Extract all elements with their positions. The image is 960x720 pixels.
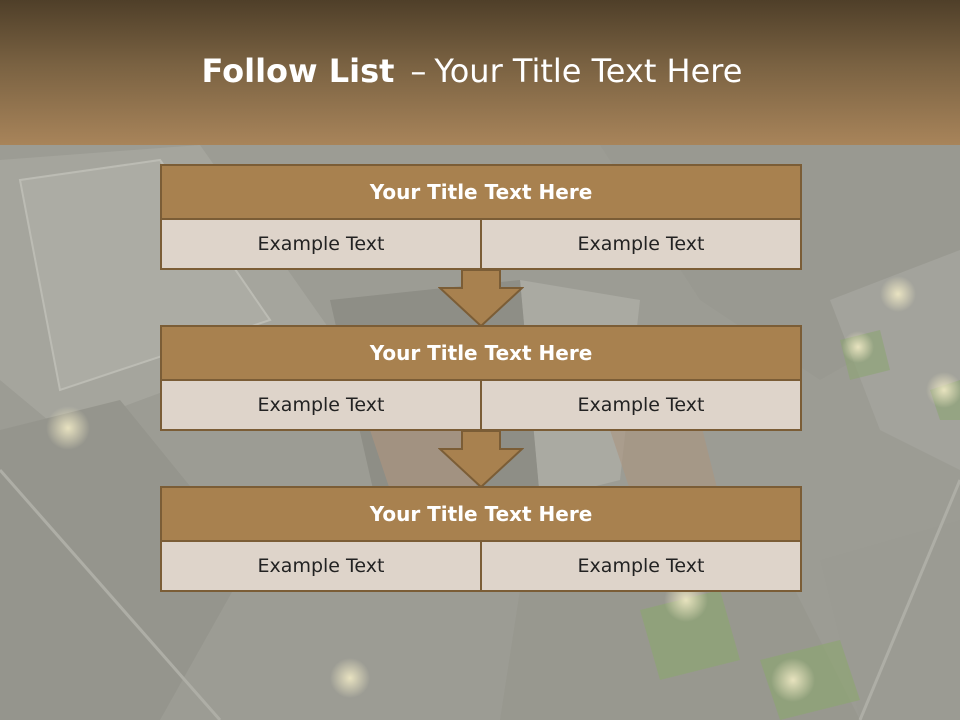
slide-title-rest: Your Title Text Here <box>434 52 743 90</box>
list-block-3: Your Title Text Here Example Text Exampl… <box>160 486 802 592</box>
block-cell-left: Example Text <box>160 220 482 270</box>
block-cell-right: Example Text <box>482 542 802 592</box>
slide-title-bold: Follow List <box>201 52 395 90</box>
slide-title: Follow List–Your Title Text Here <box>0 52 944 90</box>
down-arrow-icon <box>438 431 524 489</box>
block-title: Your Title Text Here <box>160 164 802 220</box>
block-row: Example Text Example Text <box>160 220 802 270</box>
block-cell-left: Example Text <box>160 542 482 592</box>
block-row: Example Text Example Text <box>160 542 802 592</box>
block-title: Your Title Text Here <box>160 325 802 381</box>
block-title: Your Title Text Here <box>160 486 802 542</box>
block-cell-left: Example Text <box>160 381 482 431</box>
slide-header <box>0 0 960 145</box>
list-block-2: Your Title Text Here Example Text Exampl… <box>160 325 802 431</box>
block-cell-right: Example Text <box>482 220 802 270</box>
list-block-1: Your Title Text Here Example Text Exampl… <box>160 164 802 270</box>
slide-title-separator: – <box>410 52 427 90</box>
block-row: Example Text Example Text <box>160 381 802 431</box>
down-arrow-icon <box>438 270 524 328</box>
block-cell-right: Example Text <box>482 381 802 431</box>
